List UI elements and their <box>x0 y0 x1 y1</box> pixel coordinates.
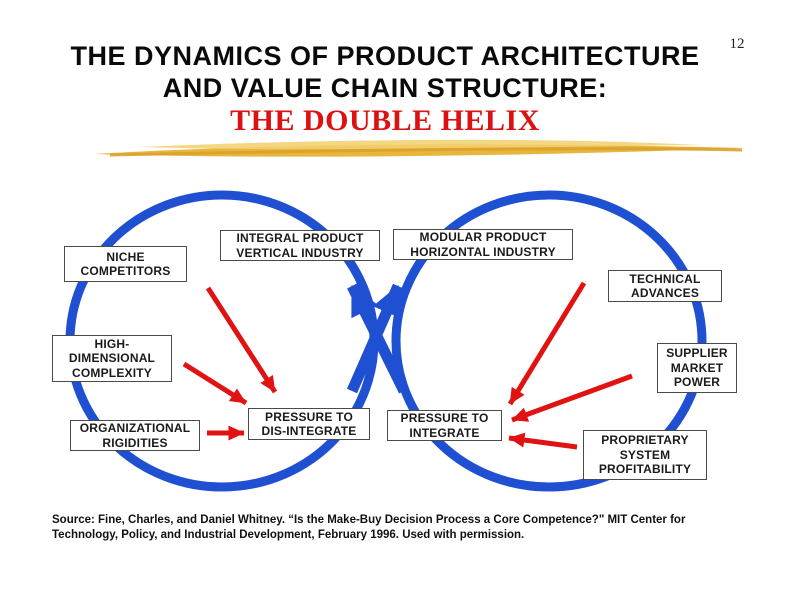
box-line: TECHNICAL <box>629 271 701 286</box>
box-line: VERTICAL INDUSTRY <box>236 245 364 260</box>
source-line-1: Source: Fine, Charles, and Daniel Whitne… <box>52 514 686 526</box>
box-integral-product: INTEGRAL PRODUCT VERTICAL INDUSTRY <box>220 230 380 261</box>
slide-title: THE DYNAMICS OF PRODUCT ARCHITECTURE AND… <box>0 40 770 137</box>
box-high-dimensional-complexity: HIGH- DIMENSIONAL COMPLEXITY <box>52 335 172 382</box>
box-modular-product: MODULAR PRODUCT HORIZONTAL INDUSTRY <box>393 229 573 260</box>
box-line: SYSTEM <box>619 447 671 462</box>
title-line-1: THE DYNAMICS OF PRODUCT ARCHITECTURE <box>70 41 700 71</box>
box-line: DIMENSIONAL <box>68 351 156 366</box>
box-line: DIS-INTEGRATE <box>261 424 357 438</box>
page-number: 12 <box>729 36 745 52</box>
right-helix-circle <box>391 190 707 492</box>
box-line: PROFITABILITY <box>598 462 692 477</box>
subtitle-double-helix: THE DOUBLE HELIX <box>230 104 540 137</box>
box-proprietary-system-profitability: PROPRIETARY SYSTEM PROFITABILITY <box>583 430 707 480</box>
box-line: HORIZONTAL INDUSTRY <box>410 244 556 259</box>
highlight-swoosh-icon <box>95 139 746 157</box>
arrow-technical-to-integrate <box>507 281 587 406</box>
box-technical-advances: TECHNICAL ADVANCES <box>608 270 722 302</box>
box-line: MODULAR PRODUCT <box>419 230 547 244</box>
box-line: ADVANCES <box>630 286 700 300</box>
box-pressure-to-integrate: PRESSURE TO INTEGRATE <box>387 410 502 441</box>
arrow-supplier-to-integrate <box>511 373 633 423</box>
box-line: HIGH- <box>94 336 130 351</box>
box-supplier-market-power: SUPPLIER MARKET POWER <box>657 343 737 393</box>
box-line: SUPPLIER <box>666 346 728 361</box>
arrow-proprietary-to-integrate <box>508 432 578 450</box>
arrow-niche-to-disintegrate <box>205 286 278 394</box>
box-line: POWER <box>673 375 721 390</box>
box-line: ORGANIZATIONAL <box>79 421 191 435</box>
box-line: PRESSURE TO <box>400 411 489 425</box>
box-line: RIGIDITIES <box>102 435 168 450</box>
box-line: NICHE <box>106 249 145 264</box>
arrow-complexity-to-disintegrate <box>182 361 248 406</box>
source-citation: Source: Fine, Charles, and Daniel Whitne… <box>52 513 752 543</box>
box-organizational-rigidities: ORGANIZATIONAL RIGIDITIES <box>70 420 200 451</box>
source-line-2: Technology, Policy, and Industrial Devel… <box>52 529 525 541</box>
box-line: PROPRIETARY <box>601 433 689 448</box>
box-line: MARKET <box>670 360 724 375</box>
blue-cross-arrow-right <box>346 283 404 394</box>
box-line: INTEGRATE <box>409 425 480 440</box>
box-line: INTEGRAL PRODUCT <box>236 231 364 245</box>
box-pressure-to-disintegrate: PRESSURE TO DIS-INTEGRATE <box>248 408 370 440</box>
box-niche-competitors: NICHE COMPETITORS <box>64 246 187 282</box>
box-line: COMPLEXITY <box>71 365 152 380</box>
title-line-2: AND VALUE CHAIN STRUCTURE: <box>162 73 608 103</box>
box-line: PRESSURE TO <box>265 409 353 424</box>
box-line: COMPETITORS <box>80 264 171 278</box>
